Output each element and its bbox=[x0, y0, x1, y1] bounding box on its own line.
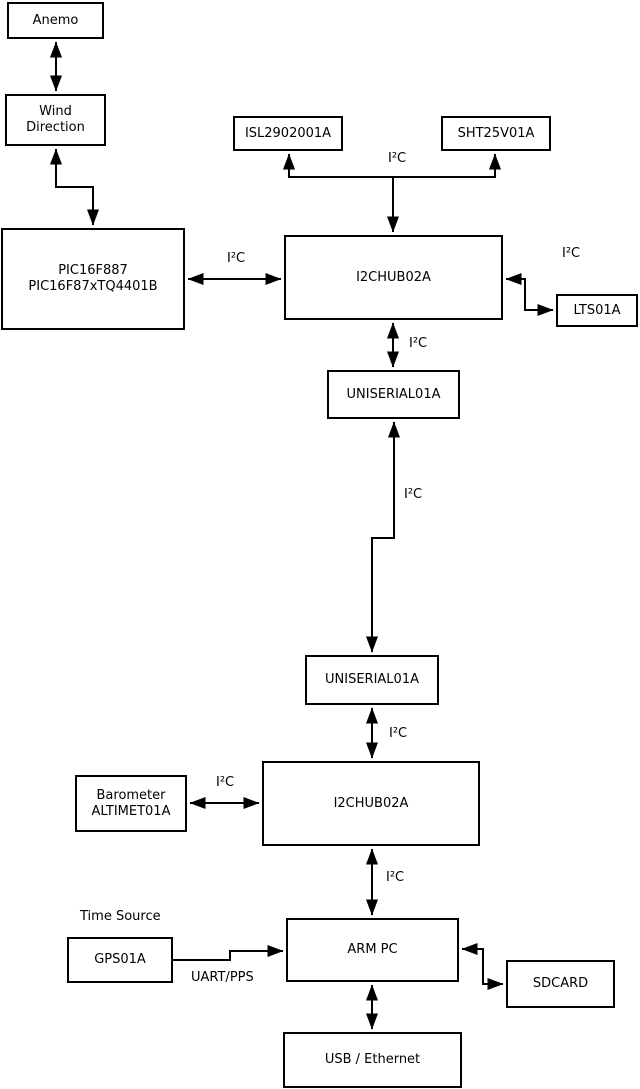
node-sht25v01a: SHT25V01A bbox=[441, 116, 551, 151]
node-barometer-label-line1: Barometer bbox=[96, 787, 166, 803]
edge-label-i2c-hub-uniserial-top: I²C bbox=[409, 336, 428, 351]
node-i2chub02a-bottom: I2CHUB02A bbox=[262, 761, 480, 846]
node-sdcard: SDCARD bbox=[506, 960, 615, 1008]
edge-armpc-sdcard bbox=[461, 943, 504, 990]
edge-label-i2c-barometer: I²C bbox=[216, 775, 235, 790]
edge-i2chub-top-lts bbox=[505, 273, 554, 316]
node-sht25v01a-label: SHT25V01A bbox=[457, 125, 535, 141]
node-anemo: Anemo bbox=[7, 2, 104, 39]
node-wind-direction-label-line2: Direction bbox=[26, 120, 85, 135]
node-sdcard-label: SDCARD bbox=[532, 976, 589, 991]
node-usb-ethernet-label: USB / Ethernet bbox=[324, 1052, 421, 1067]
node-gps01a-label: GPS01A bbox=[94, 952, 146, 967]
edge-wind-pic bbox=[50, 148, 99, 226]
edge-label-i2c-sensor-branch: I²C bbox=[388, 151, 407, 166]
node-wind-direction: Wind Direction bbox=[5, 94, 106, 146]
node-barometer-label-line2: ALTIMET01A bbox=[91, 803, 171, 819]
node-uniserial01a-top: UNISERIAL01A bbox=[327, 370, 460, 419]
node-arm-pc: ARM PC bbox=[286, 918, 459, 982]
node-gps01a: GPS01A bbox=[67, 937, 173, 983]
node-lts01a: LTS01A bbox=[556, 294, 638, 327]
edge-label-i2c-hub-lts: I²C bbox=[562, 246, 581, 261]
node-wind-direction-label-line1: Wind bbox=[39, 104, 72, 119]
node-isl2902001a: ISL2902001A bbox=[233, 116, 343, 151]
node-pic16f887: PIC16F887 PIC16F87xTQ4401B bbox=[1, 228, 185, 330]
edge-label-i2c-uniserial-link: I²C bbox=[404, 487, 423, 502]
node-i2chub02a-bottom-label: I2CHUB02A bbox=[333, 795, 409, 811]
node-anemo-label: Anemo bbox=[32, 12, 79, 28]
edge-gps-armpc bbox=[173, 945, 284, 961]
node-uniserial01a-bottom: UNISERIAL01A bbox=[305, 655, 439, 705]
node-isl2902001a-label: ISL2902001A bbox=[244, 125, 332, 141]
edge-label-i2c-uniserial-hub-bottom: I²C bbox=[389, 726, 408, 741]
node-uniserial01a-bottom-label: UNISERIAL01A bbox=[325, 672, 419, 687]
node-barometer-altimet01a: Barometer ALTIMET01A bbox=[75, 775, 187, 832]
edge-label-i2c-pic-hub: I²C bbox=[227, 251, 246, 266]
node-pic16f887-label-line1: PIC16F887 bbox=[58, 263, 128, 278]
node-uniserial01a-top-label: UNISERIAL01A bbox=[346, 386, 441, 402]
label-time-source: Time Source bbox=[80, 909, 161, 924]
node-i2chub02a-top-label: I2CHUB02A bbox=[356, 269, 431, 285]
edge-label-uart-pps: UART/PPS bbox=[191, 970, 254, 985]
node-i2chub02a-top: I2CHUB02A bbox=[284, 235, 503, 320]
node-usb-ethernet: USB / Ethernet bbox=[283, 1032, 462, 1088]
node-arm-pc-label: ARM PC bbox=[347, 942, 398, 957]
edge-uniserial-top-uniserial-bottom bbox=[366, 421, 400, 653]
edge-label-i2c-hub-armpc: I²C bbox=[386, 870, 405, 885]
node-lts01a-label: LTS01A bbox=[573, 302, 621, 318]
node-pic16f887-label-line2: PIC16F87xTQ4401B bbox=[28, 279, 158, 294]
